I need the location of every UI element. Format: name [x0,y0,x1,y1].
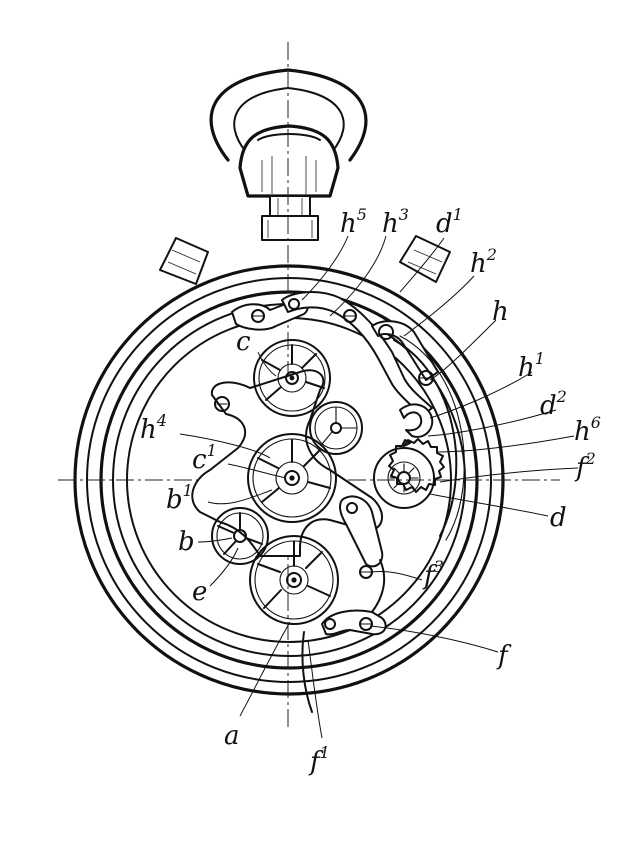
label-e: e [192,577,207,607]
label-c: c [236,327,251,357]
spring-f1 [301,631,313,713]
label-b1: b1 [166,481,193,515]
label-f1: f1 [308,743,330,777]
brake-lever-f [321,559,387,636]
label-h3: h3 [382,205,409,239]
leader-lines [179,235,579,739]
wheel-b [211,507,269,565]
left-push-piece [159,237,209,285]
label-b: b [178,527,195,557]
label-h2: h2 [470,245,497,279]
label-f3: f3 [422,557,444,591]
label-d2: d2 [540,387,567,421]
column-wheel-d [373,438,445,509]
label-h5: h5 [340,205,367,239]
coupling-lever [338,495,384,568]
label-f2: f2 [574,449,596,483]
label-d1: d1 [436,205,463,239]
label-f: f [496,641,512,671]
label-c1: c1 [192,441,217,475]
label-a: a [224,721,240,751]
small-wheel-right [309,401,363,455]
wheel-c1 [247,433,337,523]
label-h: h [492,297,509,327]
wheel-c [253,339,331,417]
label-h6: h6 [574,413,601,447]
right-push-piece [399,235,451,283]
watch-pendant [238,124,340,241]
label-h4: h4 [140,411,167,445]
label-h1: h1 [518,349,545,383]
label-d: d [550,503,567,533]
wheel-a [249,535,339,625]
